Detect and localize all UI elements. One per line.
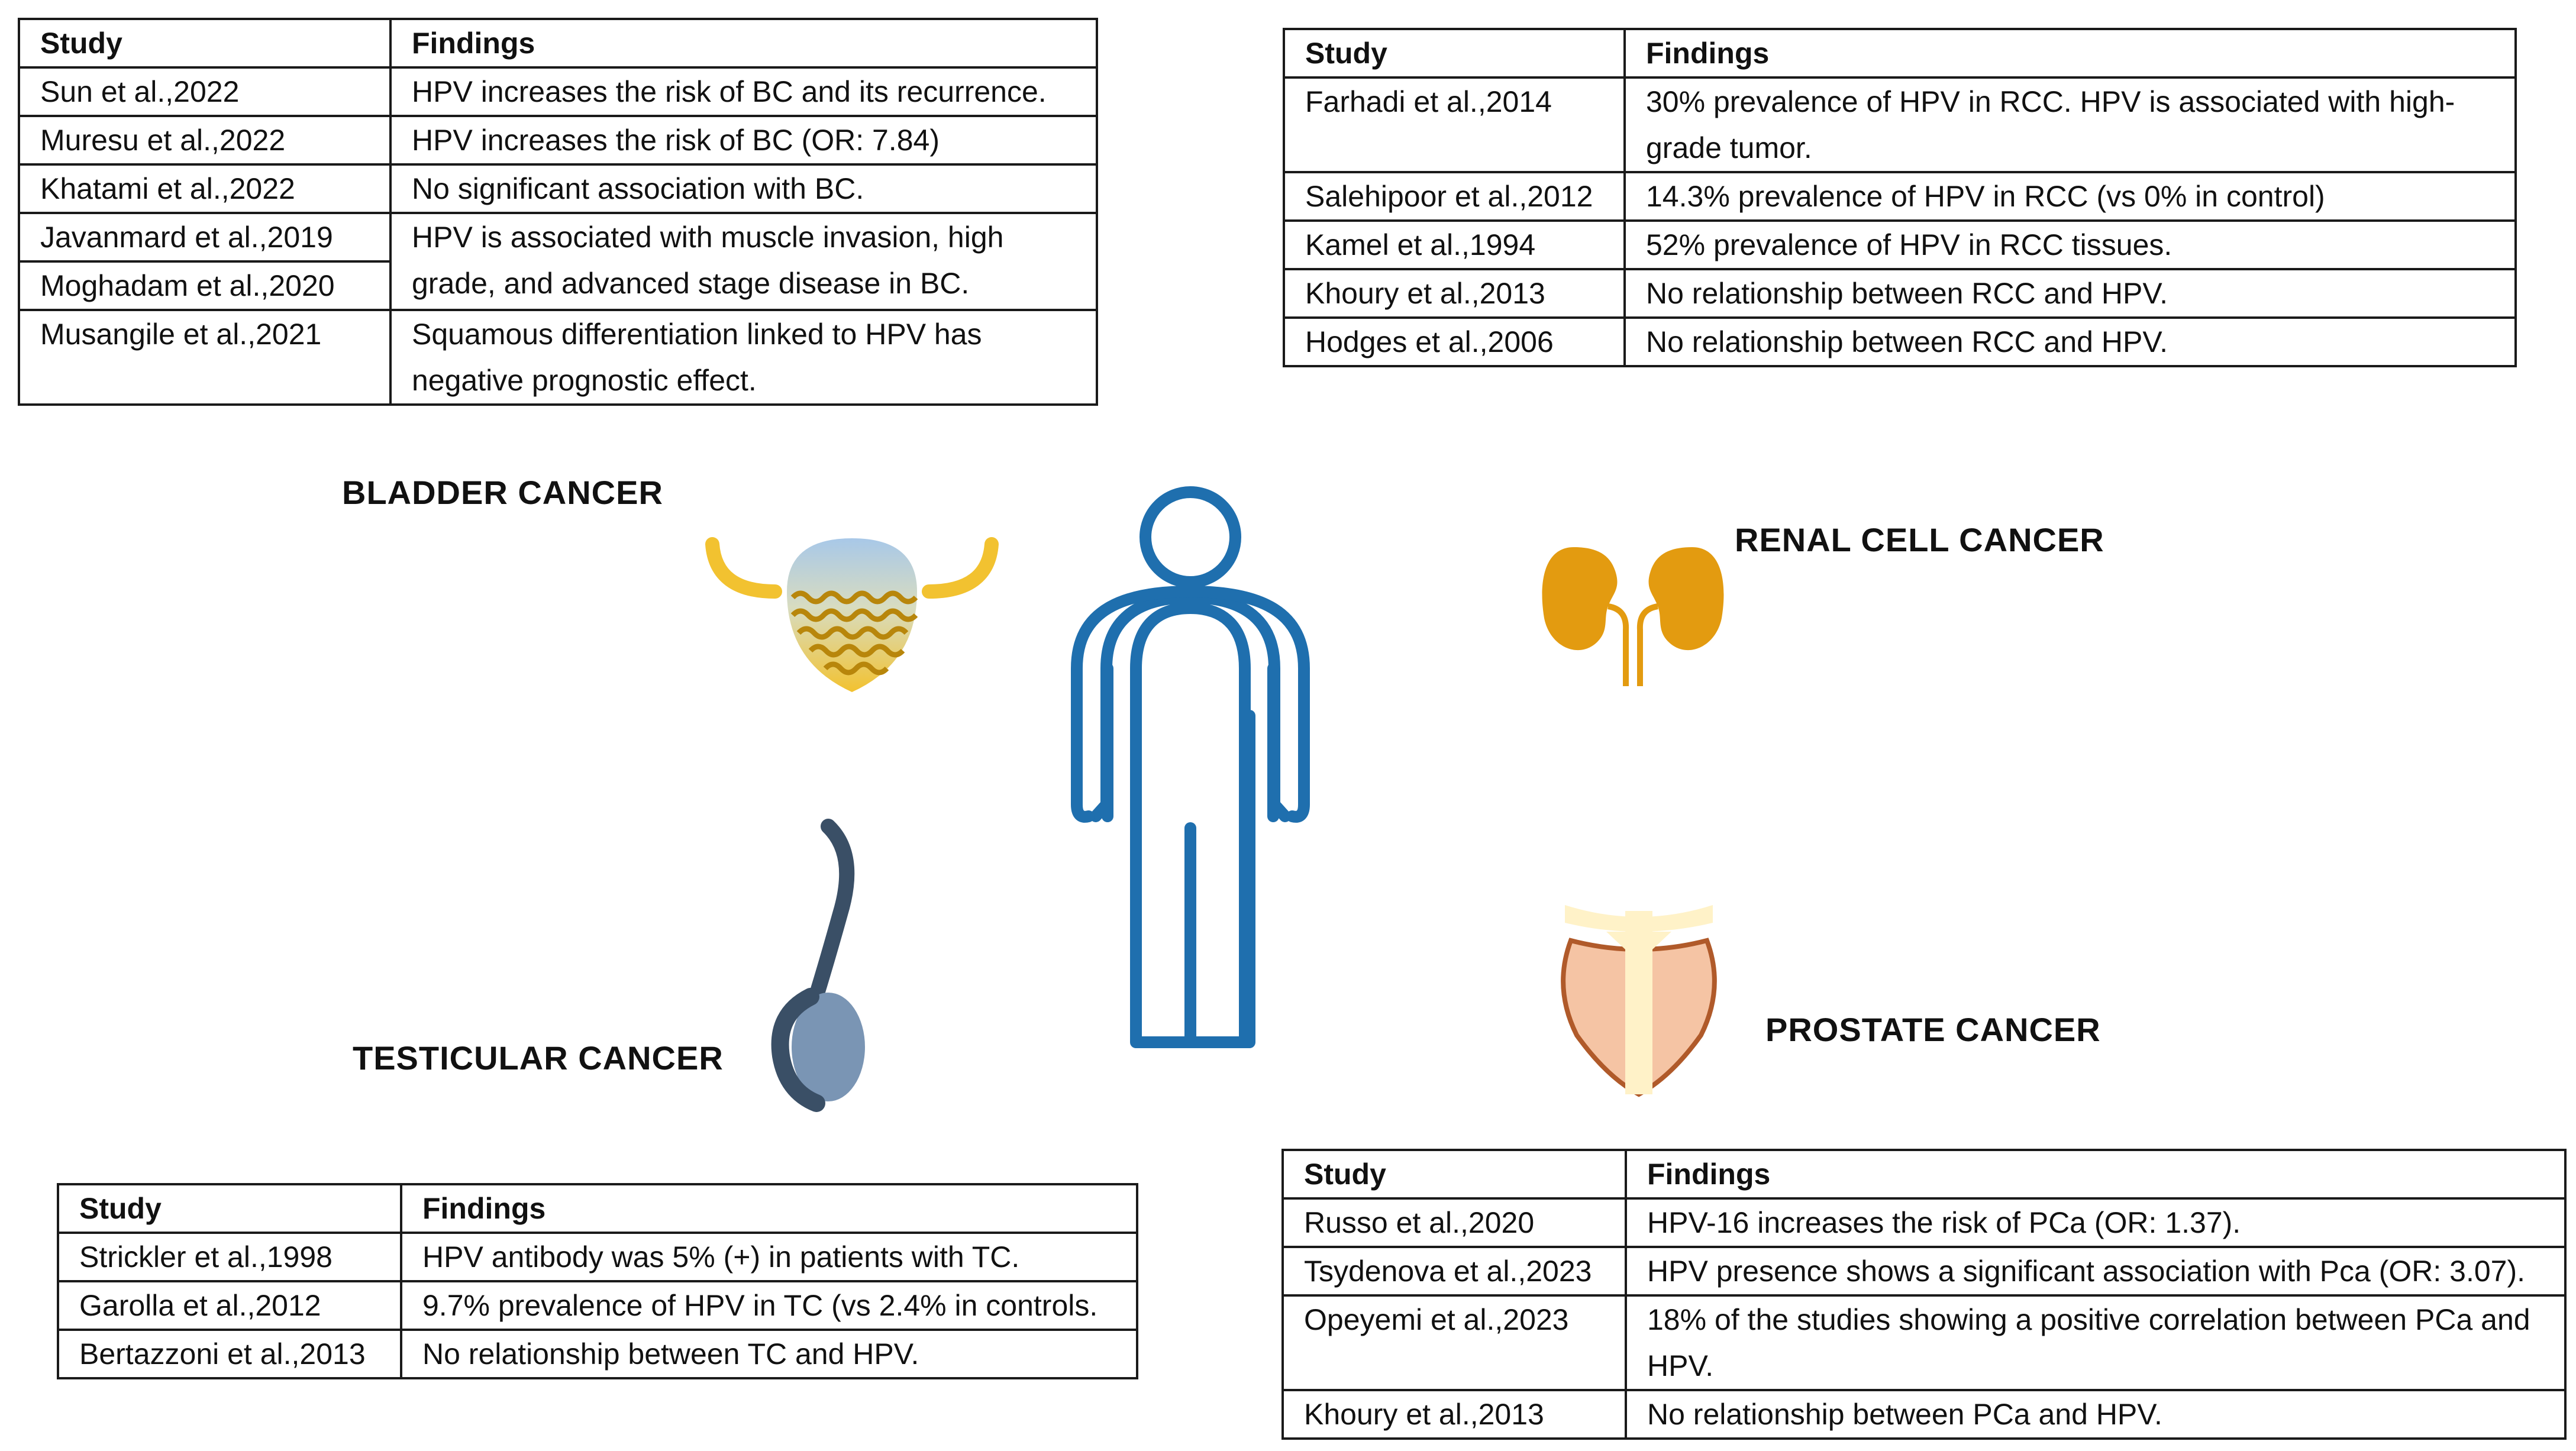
findings-cell: 18% of the studies showing a positive co… xyxy=(1625,1294,2567,1391)
prostate-cancer-table: Study Findings Russo et al.,2020 HPV-16 … xyxy=(1281,1149,2567,1440)
table-row: Sun et al.,2022 HPV increases the risk o… xyxy=(18,66,1098,117)
header-study: Study xyxy=(18,18,392,69)
renal-cell-cancer-label: RENAL CELL CANCER xyxy=(1735,521,2104,558)
study-cell: Khatami et al.,2022 xyxy=(18,163,392,214)
header-study: Study xyxy=(1281,1149,1627,1200)
table-header-row: Study Findings xyxy=(1283,28,2517,79)
kidney-right xyxy=(1648,547,1724,651)
table-row: Garolla et al.,2012 9.7% prevalence of H… xyxy=(57,1280,1138,1331)
findings-cell: No relationship between RCC and HPV. xyxy=(1623,268,2517,319)
table-row: Opeyemi et al.,2023 18% of the studies s… xyxy=(1281,1294,2567,1391)
prostate-icon xyxy=(1561,905,1717,1097)
study-cell: Muresu et al.,2022 xyxy=(18,115,392,166)
urethra-top xyxy=(1606,932,1671,949)
findings-cell: Squamous differentiation linked to HPV h… xyxy=(389,309,1098,406)
arm-inner xyxy=(1102,663,1279,822)
table-row: Moghadam et al.,2020 xyxy=(18,260,1097,311)
findings-cell: HPV presence shows a significant associa… xyxy=(1625,1246,2567,1297)
study-cell: Kamel et al.,1994 xyxy=(1283,219,1626,270)
study-cell: Khoury et al.,2013 xyxy=(1281,1389,1627,1440)
study-cell: Moghadam et al.,2020 xyxy=(18,260,392,311)
prostate-cancer-label: PROSTATE CANCER xyxy=(1765,1011,2101,1048)
study-cell: Farhadi et al.,2014 xyxy=(1283,76,1626,173)
findings-cell: HPV-16 increases the risk of PCa (OR: 1.… xyxy=(1625,1197,2567,1248)
head-shape xyxy=(1139,486,1241,588)
testicular-cancer-table: Study Findings Strickler et al.,1998 HPV… xyxy=(57,1183,1138,1379)
findings-cell: 14.3% prevalence of HPV in RCC (vs 0% in… xyxy=(1623,171,2517,222)
study-cell: Javanmard et al.,2019 xyxy=(18,212,392,263)
ureters xyxy=(1607,603,1659,686)
bladder-cancer-label: BLADDER CANCER xyxy=(342,474,663,511)
findings-cell: HPV increases the risk of BC (OR: 7.84) xyxy=(389,115,1098,166)
body-outline xyxy=(1090,592,1291,1048)
arm-left xyxy=(1071,585,1310,823)
findings-cell: 52% prevalence of HPV in RCC tissues. xyxy=(1623,219,2517,270)
table-row: Russo et al.,2020 HPV-16 increases the r… xyxy=(1281,1197,2567,1248)
header-findings: Findings xyxy=(389,18,1098,69)
spermatic-cord xyxy=(803,819,855,1022)
study-cell: Sun et al.,2022 xyxy=(18,66,392,117)
study-cell: Hodges et al.,2006 xyxy=(1283,316,1626,367)
bladder-cancer-table: Study Findings Sun et al.,2022 HPV incre… xyxy=(18,18,1098,406)
renal-cell-cancer-table: Study Findings Farhadi et al.,2014 30% p… xyxy=(1283,28,2517,367)
bladder-icon xyxy=(705,537,999,692)
header-study: Study xyxy=(1283,28,1626,79)
kidneys-icon xyxy=(1542,547,1724,686)
findings-cell: HPV antibody was 5% (+) in patients with… xyxy=(400,1232,1138,1282)
findings-cell: No relationship between PCa and HPV. xyxy=(1625,1389,2567,1440)
bladder-waves xyxy=(790,590,918,676)
findings-cell: HPV increases the risk of BC and its rec… xyxy=(389,66,1098,117)
study-cell: Russo et al.,2020 xyxy=(1281,1197,1627,1248)
table-row: Salehipoor et al.,2012 14.3% prevalence … xyxy=(1283,171,2517,222)
table-row: Javanmard et al.,2019 HPV is associated … xyxy=(18,212,1098,311)
findings-cell: HPV is associated with muscle invasion, … xyxy=(389,212,1098,311)
findings-cell: No relationship between TC and HPV. xyxy=(400,1329,1138,1379)
table-row: Tsydenova et al.,2023 HPV presence shows… xyxy=(1281,1246,2567,1297)
study-cell: Khoury et al.,2013 xyxy=(1283,268,1626,319)
table-header-row: Study Findings xyxy=(57,1183,1138,1234)
findings-cell: No significant association with BC. xyxy=(389,163,1098,214)
study-cell: Strickler et al.,1998 xyxy=(57,1232,402,1282)
header-study: Study xyxy=(57,1183,402,1234)
study-cell: Garolla et al.,2012 xyxy=(57,1280,402,1331)
ureter-left xyxy=(705,537,782,599)
findings-cell: No relationship between RCC and HPV. xyxy=(1623,316,2517,367)
testis-icon xyxy=(771,819,865,1112)
header-findings: Findings xyxy=(1625,1149,2567,1200)
study-cell: Tsydenova et al.,2023 xyxy=(1281,1246,1627,1297)
study-cell: Salehipoor et al.,2012 xyxy=(1283,171,1626,222)
table-row: Khoury et al.,2013 No relationship betwe… xyxy=(1281,1389,2567,1440)
table-row: Strickler et al.,1998 HPV antibody was 5… xyxy=(57,1232,1138,1282)
study-cell: Musangile et al.,2021 xyxy=(18,309,392,406)
study-cell: Opeyemi et al.,2023 xyxy=(1281,1294,1627,1391)
study-cell: Bertazzoni et al.,2013 xyxy=(57,1329,402,1379)
person-outline-icon xyxy=(1071,486,1310,1048)
table-row: Farhadi et al.,2014 30% prevalence of HP… xyxy=(1283,76,2517,173)
ureter-right xyxy=(922,537,999,599)
table-header-row: Study Findings xyxy=(18,18,1098,69)
table-row: Khoury et al.,2013 No relationship betwe… xyxy=(1283,268,2517,319)
table-row: Khatami et al.,2022 No significant assoc… xyxy=(18,163,1098,214)
table-row: Bertazzoni et al.,2013 No relationship b… xyxy=(57,1329,1138,1379)
table-row: Hodges et al.,2006 No relationship betwe… xyxy=(1283,316,2517,367)
header-findings: Findings xyxy=(400,1183,1138,1234)
epididymis xyxy=(771,988,825,1112)
table-row: Muresu et al.,2022 HPV increases the ris… xyxy=(18,115,1098,166)
header-findings: Findings xyxy=(1623,28,2517,79)
table-row: Kamel et al.,1994 52% prevalence of HPV … xyxy=(1283,219,2517,270)
findings-cell: 9.7% prevalence of HPV in TC (vs 2.4% in… xyxy=(400,1280,1138,1331)
testis-body xyxy=(792,993,865,1101)
testicular-cancer-label: TESTICULAR CANCER xyxy=(353,1039,724,1077)
kidney-left xyxy=(1542,547,1618,651)
table-header-row: Study Findings xyxy=(1281,1149,2567,1200)
table-row: Musangile et al.,2021 Squamous different… xyxy=(18,309,1098,406)
findings-cell: 30% prevalence of HPV in RCC. HPV is ass… xyxy=(1623,76,2517,173)
